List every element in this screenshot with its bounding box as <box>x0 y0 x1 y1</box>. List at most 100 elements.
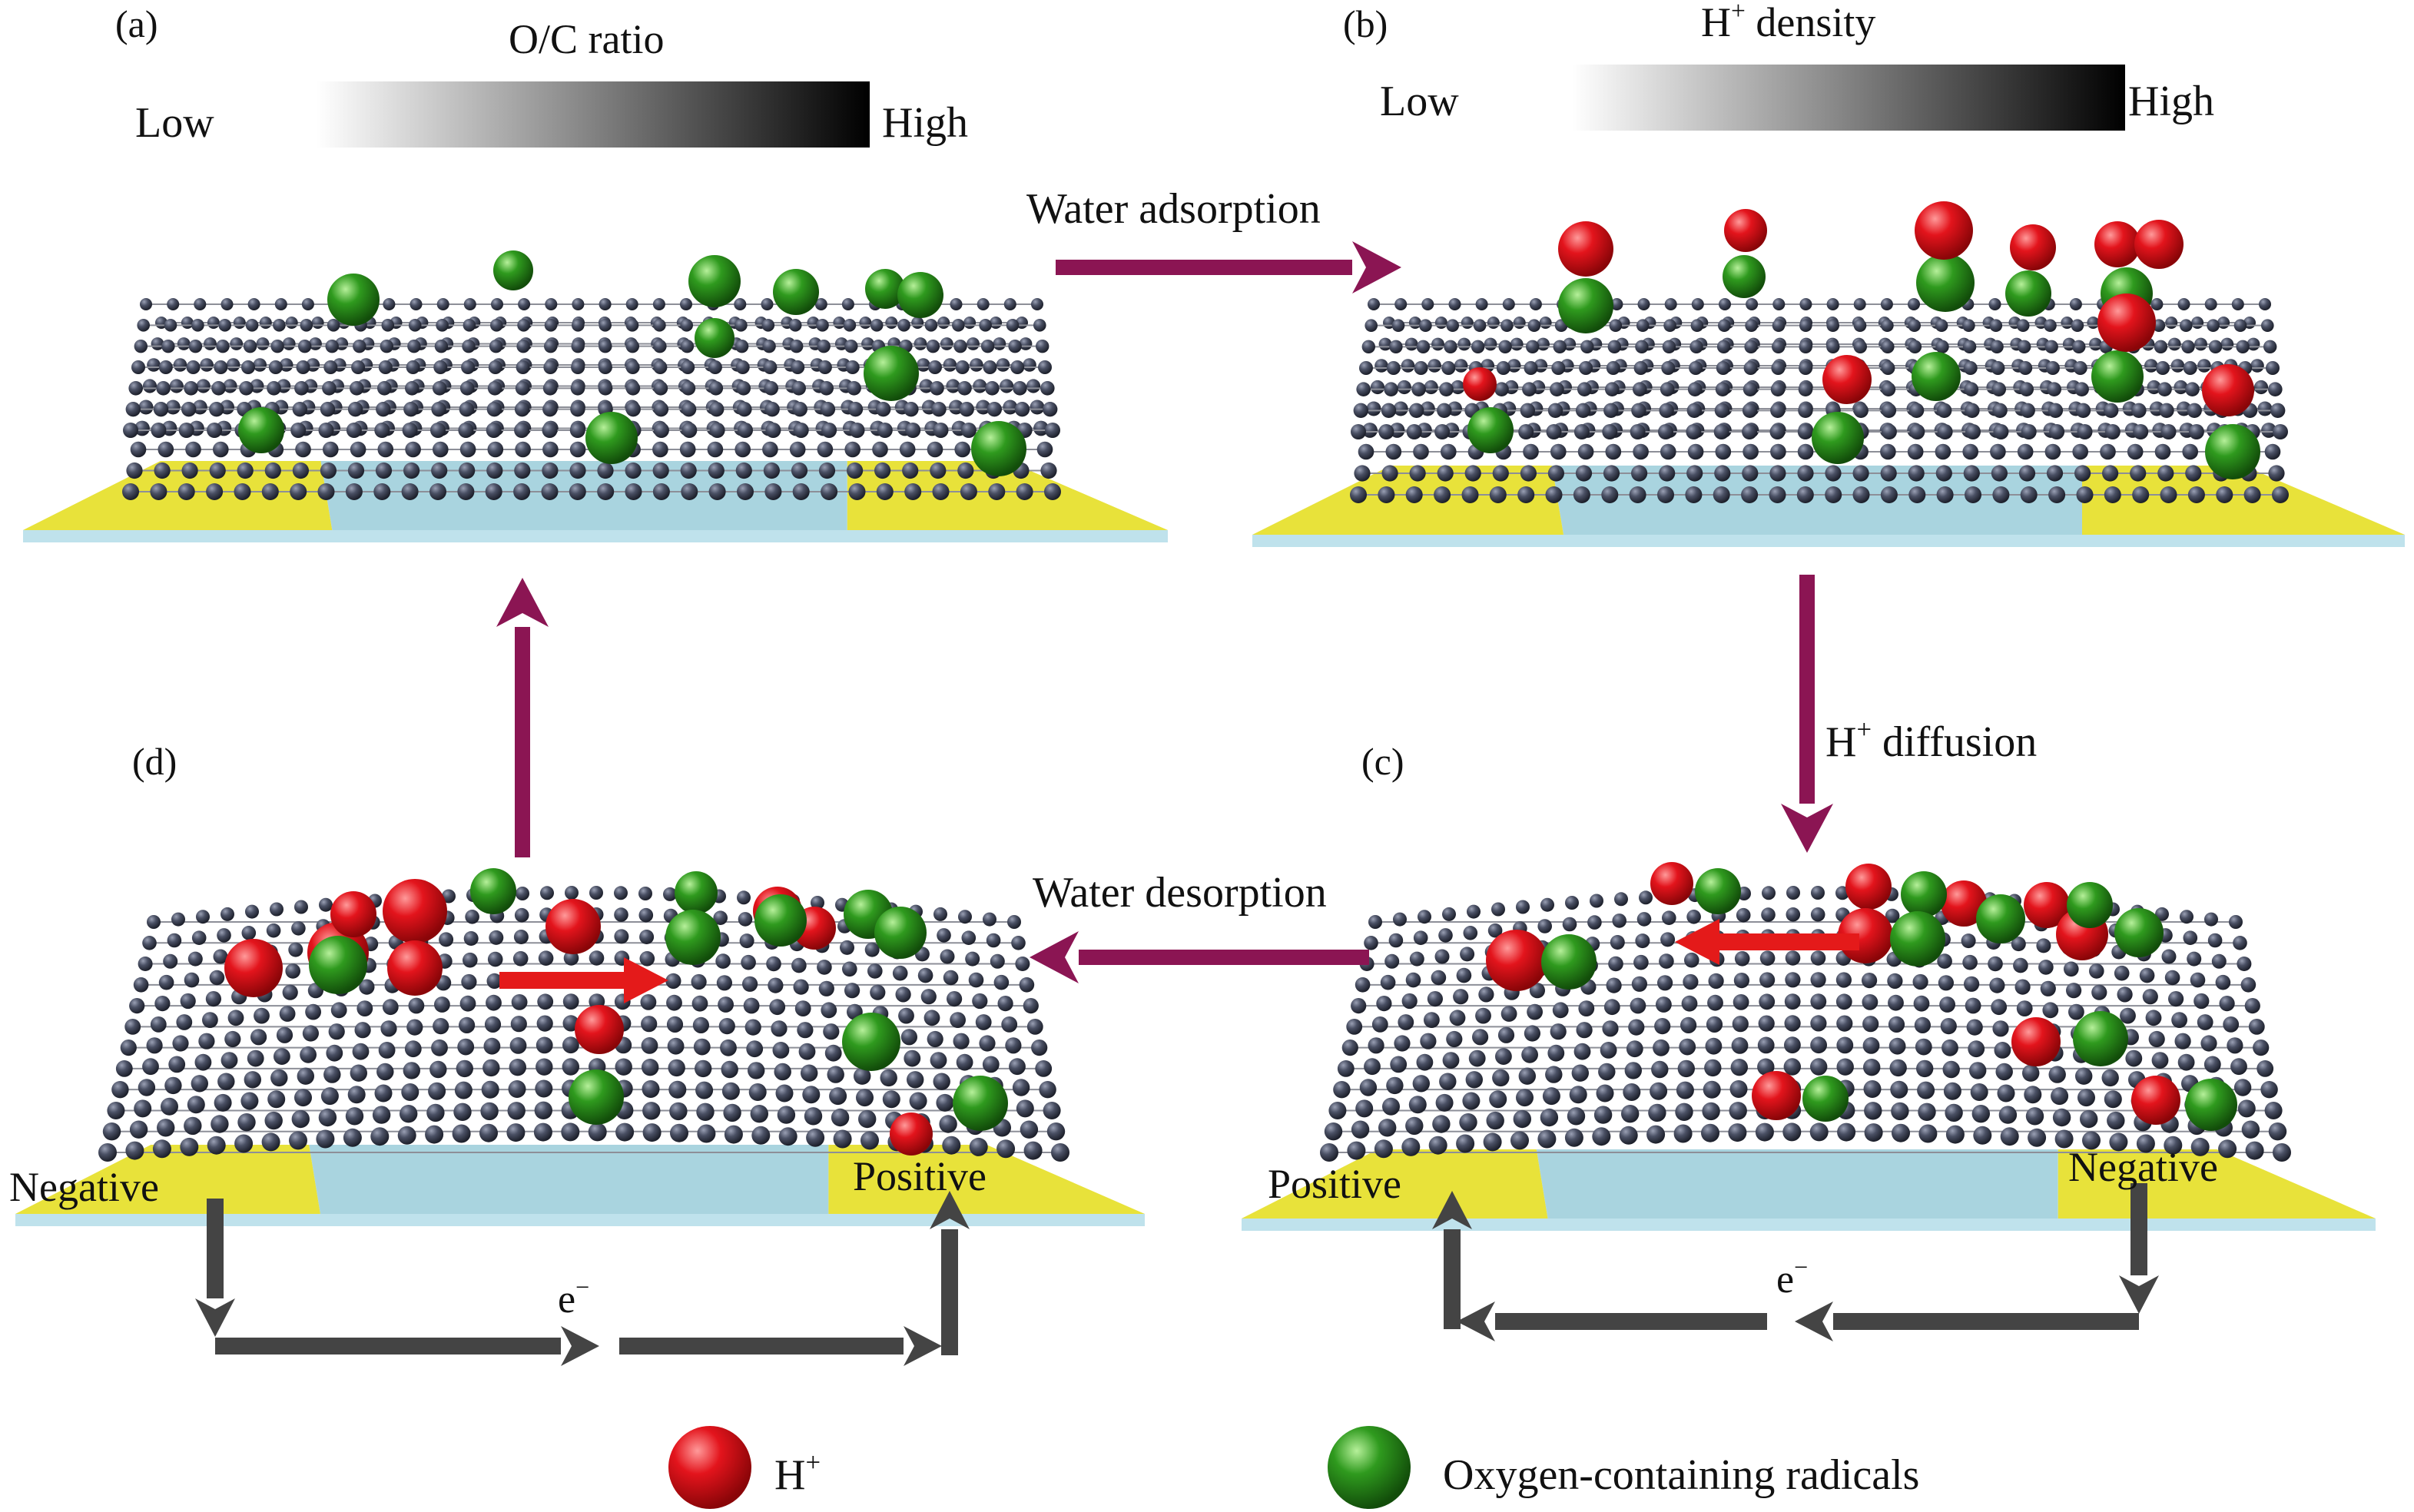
carbon-atom <box>150 1016 167 1033</box>
carbon-atom <box>517 319 530 332</box>
carbon-atom <box>256 337 270 350</box>
carbon-atom <box>1420 1033 1437 1049</box>
carbon-atom <box>1629 486 1646 503</box>
carbon-atom <box>185 441 201 458</box>
carbon-atom <box>1707 994 1723 1011</box>
carbon-atom <box>691 995 708 1012</box>
carbon-atom <box>1610 935 1625 950</box>
carbon-atom <box>542 402 558 417</box>
carbon-atom <box>1040 381 1055 396</box>
carbon-atom <box>1428 359 1441 373</box>
carbon-atom <box>1810 993 1827 1010</box>
carbon-atom <box>928 360 942 374</box>
carbon-atom <box>373 483 391 500</box>
carbon-atom <box>2021 424 2037 439</box>
carbon-atom <box>1014 402 1030 417</box>
carbon-atom <box>1864 1123 1883 1142</box>
carbon-atom <box>817 960 832 975</box>
carbon-atom <box>147 915 161 929</box>
carbon-atom <box>1998 1106 2018 1124</box>
carbon-atom <box>734 441 751 458</box>
carbon-atom <box>1691 298 1704 310</box>
carbon-atom <box>847 402 864 417</box>
carbon-atom <box>177 483 195 500</box>
carbon-atom <box>243 340 257 353</box>
carbon-atom <box>818 980 834 996</box>
h-density-gradient-bar <box>1572 65 2125 131</box>
carbon-atom <box>534 1101 552 1120</box>
carbon-atom <box>1782 1122 1802 1142</box>
carbon-atom <box>1454 359 1468 373</box>
carbon-atom <box>1492 1069 1510 1087</box>
carbon-atom <box>1442 1052 1460 1069</box>
carbon-atom <box>1989 319 2003 333</box>
carbon-atom <box>1355 1099 1374 1118</box>
carbon-atom <box>957 381 972 396</box>
carbon-atom <box>1385 443 1402 460</box>
carbon-atom <box>1660 932 1676 947</box>
carbon-atom <box>1347 1141 1366 1160</box>
carbon-atom <box>285 963 301 979</box>
panel-d-h-plus-ion <box>224 939 283 997</box>
carbon-atom <box>122 483 139 500</box>
carbon-atom <box>146 1037 163 1054</box>
carbon-atom <box>250 379 264 393</box>
carbon-atom <box>2048 1066 2066 1083</box>
carbon-atom <box>217 1073 235 1090</box>
carbon-atom <box>465 910 479 924</box>
carbon-atom <box>1991 361 2005 375</box>
carbon-atom <box>1362 423 1378 438</box>
carbon-atom <box>1701 1123 1719 1142</box>
carbon-atom <box>140 298 152 310</box>
carbon-atom <box>1364 1058 1381 1076</box>
carbon-atom <box>295 441 311 458</box>
carbon-atom <box>652 298 665 310</box>
panel-c-negative-label: Negative <box>2068 1144 2218 1190</box>
carbon-atom <box>138 1079 156 1096</box>
carbon-atom <box>401 1083 419 1101</box>
carbon-atom <box>1864 1102 1882 1120</box>
carbon-atom <box>350 381 364 396</box>
carbon-atom <box>1969 1062 1987 1079</box>
carbon-atom <box>1810 1036 1828 1054</box>
carbon-atom <box>718 996 734 1013</box>
carbon-atom <box>1935 443 1951 460</box>
carbon-atom <box>2194 337 2207 351</box>
carbon-atom <box>282 337 296 350</box>
carbon-atom <box>679 441 696 458</box>
carbon-atom <box>1715 382 1730 396</box>
carbon-atom <box>2240 977 2256 993</box>
carbon-atom <box>1384 382 1398 396</box>
carbon-atom <box>1356 382 1371 396</box>
carbon-atom <box>1550 1023 1567 1040</box>
carbon-atom <box>996 358 1010 372</box>
carbon-atom <box>614 907 628 922</box>
carbon-atom <box>2100 443 2116 460</box>
carbon-atom <box>681 483 698 500</box>
carbon-atom <box>691 973 707 990</box>
carbon-atom <box>176 1014 193 1030</box>
carbon-atom <box>509 1059 526 1076</box>
carbon-atom <box>1991 465 2008 482</box>
carbon-atom <box>1639 890 1653 905</box>
substrate-edge <box>1242 1219 2376 1231</box>
carbon-atom <box>1605 443 1622 460</box>
carbon-atom <box>669 1102 688 1121</box>
carbon-atom <box>738 423 753 438</box>
carbon-atom <box>279 358 293 372</box>
carbon-atom <box>1660 382 1675 396</box>
carbon-atom <box>217 928 231 943</box>
carbon-atom <box>454 1081 473 1099</box>
substrate-channel <box>1552 466 2082 535</box>
carbon-atom <box>1491 902 1505 917</box>
carbon-atom <box>354 1022 371 1039</box>
carbon-atom <box>1453 989 1469 1005</box>
carbon-atom <box>545 298 558 310</box>
carbon-atom <box>138 957 153 971</box>
carbon-atom <box>842 961 857 977</box>
carbon-atom <box>1044 483 1061 500</box>
carbon-atom <box>297 1067 314 1085</box>
carbon-atom <box>2204 298 2217 310</box>
carbon-atom <box>1718 319 1731 333</box>
carbon-atom <box>1689 340 1703 353</box>
